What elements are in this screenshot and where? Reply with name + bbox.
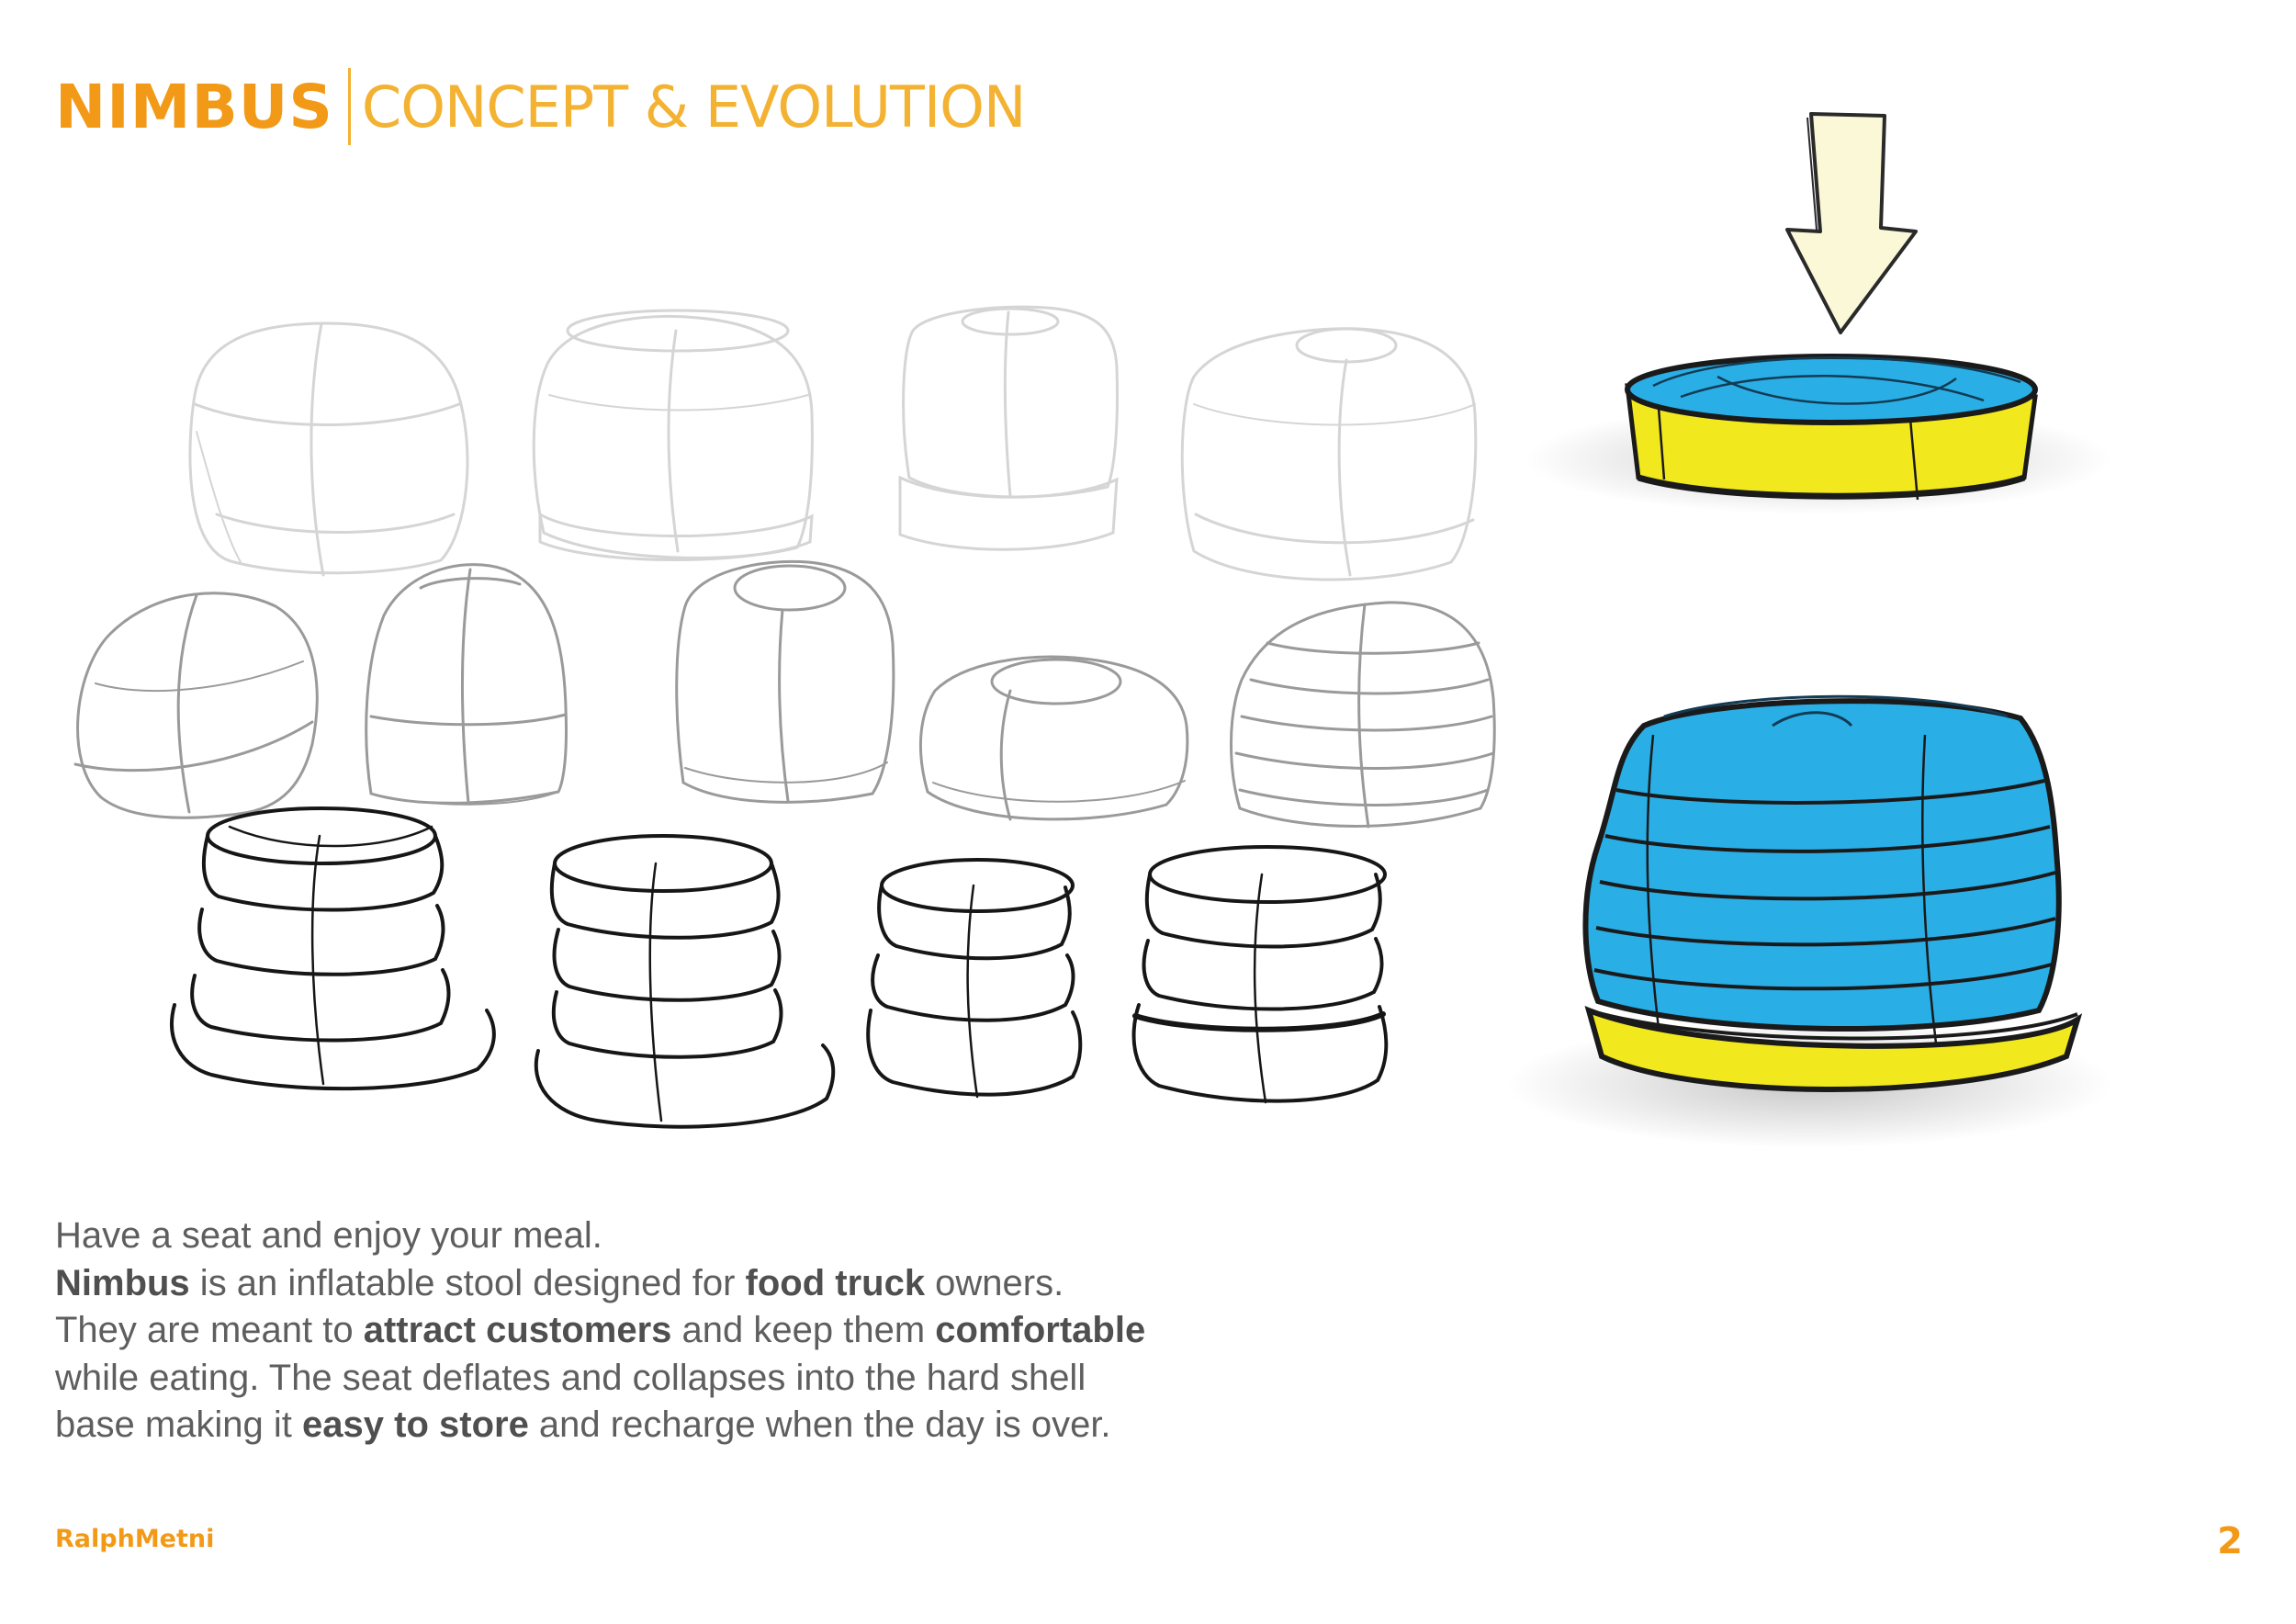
bold-term: Nimbus (55, 1262, 190, 1303)
sketch-stacked-stool-c (866, 858, 1083, 1099)
bold-term: food truck (745, 1262, 926, 1303)
bold-term: comfortable (935, 1310, 1146, 1350)
inflated-stool-render (1506, 694, 2112, 1148)
sketch-bullet-stool-2 (365, 563, 568, 806)
down-arrow-icon (1785, 112, 1918, 334)
concept-description: Have a seat and enjoy your meal. Nimbus … (55, 1212, 1304, 1449)
description-line-2: Nimbus is an inflatable stool designed f… (55, 1262, 1064, 1303)
sketch-dome-stool-1 (188, 321, 469, 577)
deflated-stool-render (1525, 354, 2112, 514)
sketch-stacked-stool-b (534, 834, 836, 1129)
sketch-stacked-stool-d (1131, 845, 1389, 1104)
sketch-dome-stool-2 (73, 592, 319, 819)
page-number: 2 (2217, 1520, 2243, 1562)
description-line-3: They are meant to attract customers and … (55, 1310, 1146, 1350)
author-name: RalphMetni (55, 1525, 215, 1553)
page-header: NIMBUS CONCEPT & EVOLUTION (55, 61, 1026, 152)
sketch-ring-stool-1 (532, 309, 814, 561)
sketch-row-3 (170, 806, 1389, 1129)
sketch-donut-stool-1 (1180, 327, 1478, 581)
sketch-row-1 (188, 305, 1478, 581)
sketch-donut-stool-2 (919, 655, 1189, 821)
description-line-1: Have a seat and enjoy your meal. (55, 1215, 602, 1256)
sketch-square-stool-2 (675, 559, 895, 804)
sketch-stacked-stool-a (170, 806, 496, 1091)
bold-term: easy to store (302, 1404, 529, 1445)
brand-title: NIMBUS (55, 71, 333, 142)
title-divider (347, 68, 351, 145)
bold-term: attract customers (363, 1310, 672, 1350)
page-subtitle: CONCEPT & EVOLUTION (361, 73, 1026, 141)
sketch-row-2 (73, 559, 1496, 829)
description-line-4: while eating. The seat deflates and coll… (55, 1357, 1086, 1398)
description-line-5: base making it easy to store and recharg… (55, 1404, 1111, 1445)
sketch-box-stool-1 (898, 305, 1120, 551)
sketch-ribbed-stool-2 (1230, 601, 1496, 829)
